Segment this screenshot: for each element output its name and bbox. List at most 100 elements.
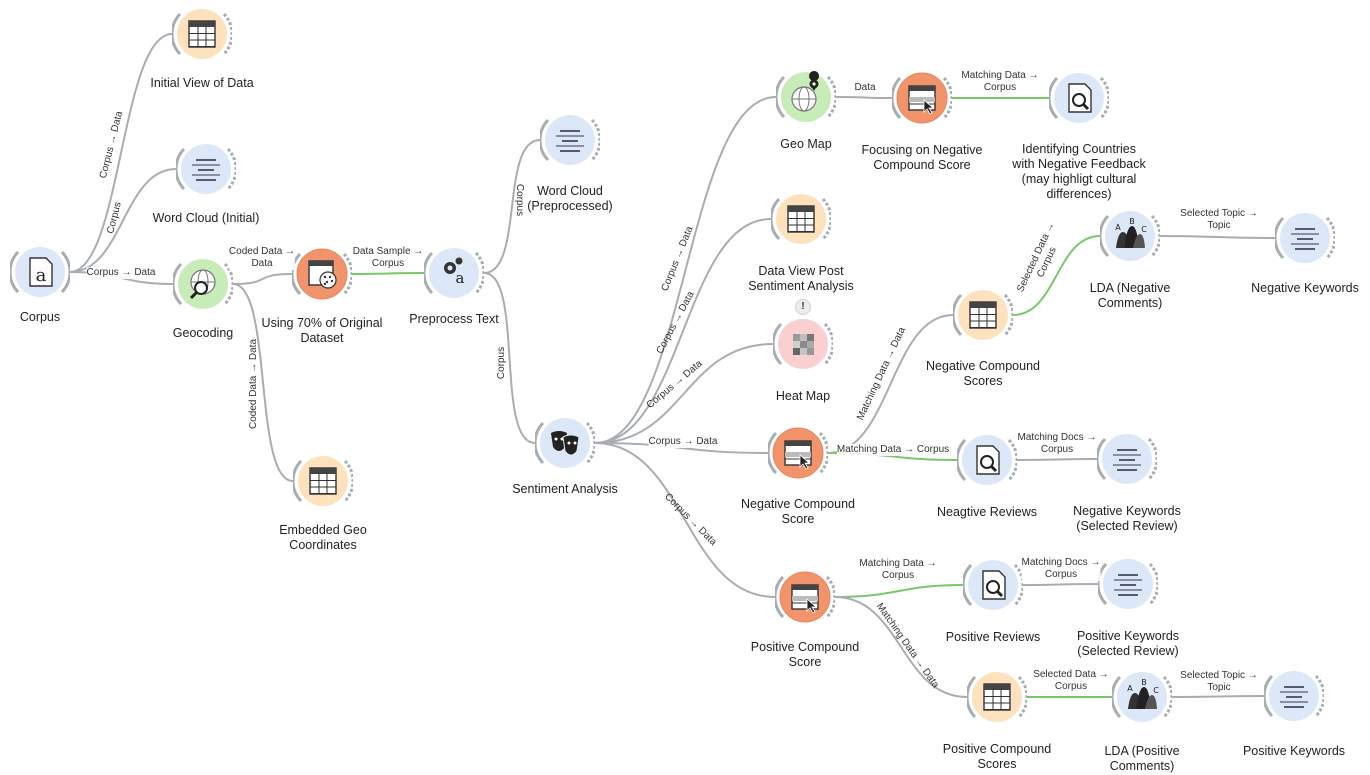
link-geomap_focus[interactable] [835, 96, 893, 99]
widget-label: Identifying Countries with Negative Feed… [1012, 142, 1146, 201]
data-table-icon [309, 467, 337, 495]
widget-word-cloud-initial[interactable] [176, 139, 236, 199]
widget-ident-countries[interactable] [1049, 68, 1109, 128]
widget-label: Negative Compound Scores [926, 359, 1040, 388]
widget-label: Initial View of Data [150, 76, 254, 90]
topic-modelling-icon: ABC [1115, 217, 1147, 248]
link-posscore_reviews[interactable] [834, 584, 964, 598]
link-label: Selected Data → Corpus [1033, 669, 1109, 693]
word-cloud-icon [192, 159, 220, 181]
link-label: Data Sample → Corpus [352, 246, 424, 270]
widget-label: Focusing on Negative Compound Score [861, 143, 983, 172]
link-label: Corpus [514, 183, 525, 217]
link-sent_dataview[interactable] [594, 218, 772, 444]
widget-label: Positive Compound Score [750, 640, 860, 669]
link-sent_negscore[interactable] [594, 442, 769, 454]
link-label: Corpus → Data [648, 436, 718, 448]
link-posscore_posscores[interactable] [834, 596, 968, 698]
widget-preprocess[interactable]: a [424, 243, 484, 303]
svg-text:a: a [36, 265, 47, 286]
widget-focus-neg[interactable] [892, 68, 952, 128]
select-rows-icon [784, 440, 812, 470]
widget-neg-keywords-sel[interactable] [1097, 429, 1157, 489]
link-geocoding_sample[interactable] [232, 273, 293, 285]
word-cloud-icon [1280, 686, 1308, 708]
warning-icon[interactable]: ! [795, 299, 811, 315]
svg-text:a: a [456, 269, 465, 287]
select-rows-icon [791, 584, 819, 614]
svg-text:B: B [1141, 678, 1147, 687]
widget-pos-keywords[interactable] [1264, 666, 1324, 726]
widget-pos-reviews[interactable] [963, 555, 1023, 615]
corpus-icon: a [29, 257, 53, 287]
link-ldapos_kw[interactable] [1171, 695, 1265, 698]
link-lda_negkw[interactable] [1159, 235, 1276, 239]
data-table-icon [787, 205, 815, 233]
widget-geocoding[interactable] [173, 254, 233, 314]
link-corpus_initial[interactable] [69, 33, 173, 273]
word-cloud-icon [1114, 574, 1142, 596]
widget-sample-70[interactable] [292, 244, 352, 304]
widget-geo-map[interactable] [776, 67, 836, 127]
widget-neg-compound-score[interactable] [768, 423, 828, 483]
widget-label: Using 70% of Original Dataset [261, 316, 383, 345]
data-table-icon [188, 20, 216, 48]
widget-corpus[interactable]: a [10, 242, 70, 302]
widget-pos-compound-score[interactable] [775, 567, 835, 627]
data-sampler-icon [308, 260, 337, 289]
widget-label: Word Cloud (Preprocessed) [527, 184, 613, 213]
link-preprocess_wordcloud[interactable] [483, 139, 541, 274]
svg-text:A: A [1115, 223, 1121, 232]
link-label: Corpus [496, 346, 507, 380]
widget-pos-keywords-sel[interactable] [1098, 554, 1158, 614]
link-label: Selected Topic → Topic [1180, 208, 1258, 232]
link-label: Matching Data → Corpus [836, 444, 950, 456]
widget-label: Sentiment Analysis [512, 482, 618, 496]
link-sent_heatmap[interactable] [594, 343, 774, 444]
widget-heat-map[interactable] [773, 314, 833, 374]
widget-label: Neagtive Reviews [936, 505, 1038, 519]
link-preprocess_sentiment[interactable] [483, 272, 536, 444]
link-negreviews_kw[interactable] [1016, 458, 1098, 461]
widget-sentiment[interactable] [535, 413, 595, 473]
link-sample_preprocess[interactable] [351, 272, 425, 275]
widget-label: Positive Keywords (Selected Review) [1076, 629, 1180, 658]
widget-embedded-geo[interactable] [293, 451, 353, 511]
widget-pos-compound-scores[interactable] [967, 667, 1027, 727]
link-posreviews_kw[interactable] [1022, 583, 1099, 586]
widget-initial-view[interactable] [172, 4, 232, 64]
widget-label: Preprocess Text [409, 312, 499, 326]
link-label: Matching Data → Corpus [961, 70, 1039, 94]
word-cloud-icon [1291, 228, 1319, 250]
widget-word-cloud-pre[interactable] [540, 110, 600, 170]
link-sent_posscore[interactable] [594, 442, 776, 598]
link-label: Corpus → Data [86, 267, 156, 279]
link-geocoding_embedded[interactable] [232, 283, 294, 482]
globe-pin-icon [791, 71, 820, 112]
widget-label: LDA (Positive Comments) [1104, 744, 1180, 773]
select-rows-icon [908, 85, 936, 115]
preprocess-gears-icon: a [444, 257, 465, 287]
word-cloud-icon [556, 130, 584, 152]
widget-neg-reviews[interactable] [957, 430, 1017, 490]
widget-data-view-post[interactable] [771, 189, 831, 249]
widget-label: Geocoding [172, 326, 234, 340]
widget-label: Geo Map [780, 137, 832, 151]
widget-label: Data View Post Sentiment Analysis [748, 264, 854, 293]
widget-neg-keywords[interactable] [1275, 208, 1335, 268]
widget-neg-compound-scores[interactable] [953, 285, 1013, 345]
heat-map-icon [793, 334, 814, 355]
widget-label: Heat Map [775, 389, 831, 403]
link-negscores_lda[interactable] [1012, 235, 1101, 316]
geocoding-icon [189, 269, 216, 300]
link-label: Selected Topic → Topic [1180, 670, 1258, 694]
link-sent_geomap[interactable] [594, 96, 777, 444]
widget-label: Positive Reviews [945, 630, 1041, 644]
widget-label: Word Cloud (Initial) [152, 211, 260, 225]
widget-label: Positive Keywords [1242, 744, 1346, 758]
svg-text:C: C [1153, 686, 1159, 695]
widget-label: Positive Compound Scores [942, 742, 1052, 771]
